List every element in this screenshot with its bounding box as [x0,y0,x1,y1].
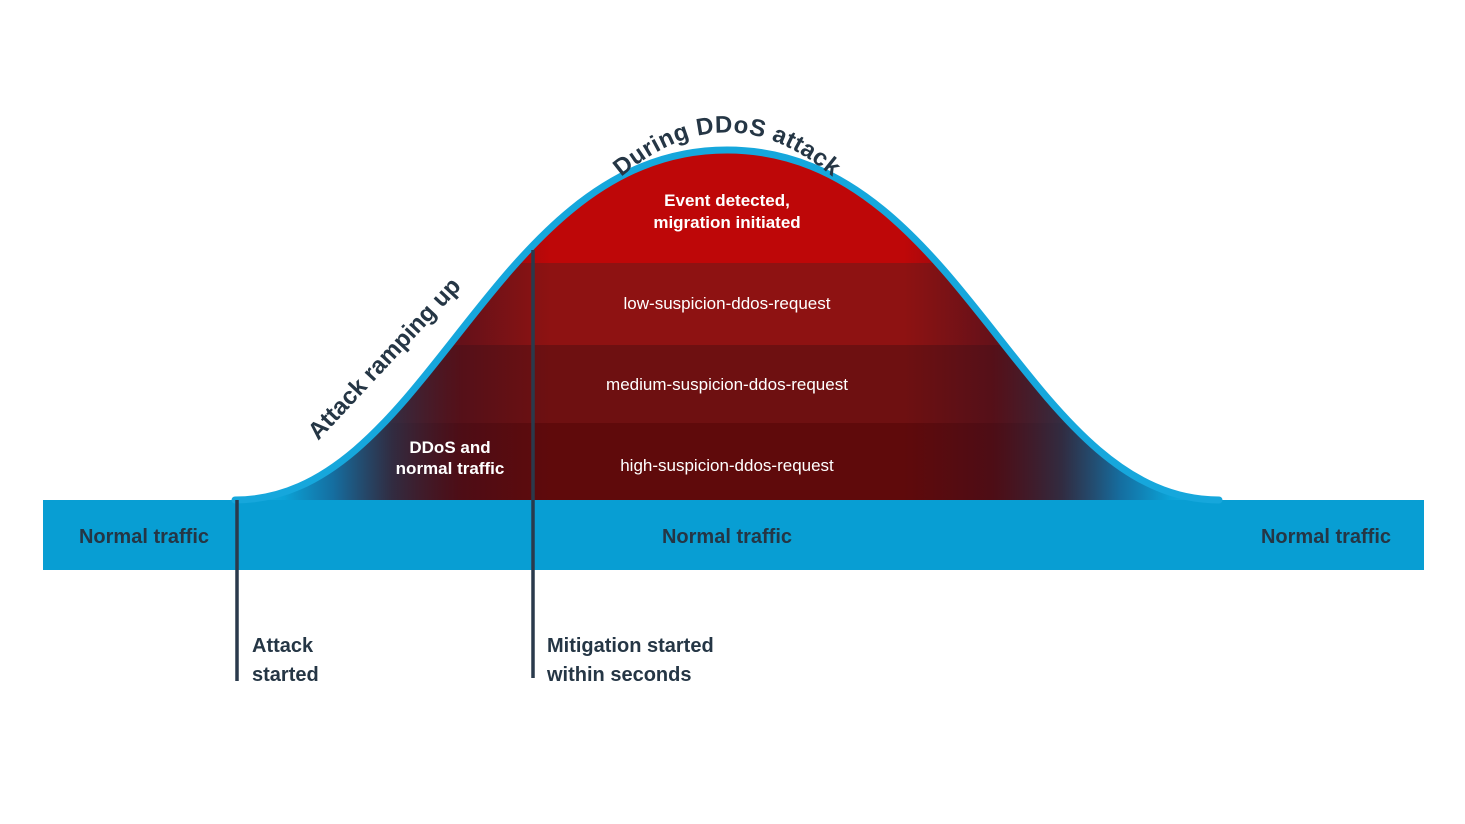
normal-traffic-label-left: Normal traffic [79,526,209,548]
band-label-medium: medium-suspicion-ddos-request [606,375,848,394]
mitigation-caption-line2: within seconds [546,664,691,686]
mixed-traffic-label-line1: DDoS and [409,438,490,457]
mitigation-caption-line1: Mitigation started [547,635,714,657]
attack-started-caption-line2: started [252,664,319,686]
bell-curve-outline [231,146,1223,504]
band-label-high: high-suspicion-ddos-request [620,456,834,475]
band-label-event-line1: Event detected, [664,191,790,210]
band-label-low: low-suspicion-ddos-request [624,294,831,313]
normal-traffic-label-center: Normal traffic [662,526,792,548]
mixed-traffic-label-line2: normal traffic [396,459,505,478]
normal-traffic-band [43,500,1424,570]
band-label-event-line2: migration initiated [653,213,800,232]
normal-traffic-label-right: Normal traffic [1261,526,1391,548]
attack-started-caption-line1: Attack [252,635,314,657]
